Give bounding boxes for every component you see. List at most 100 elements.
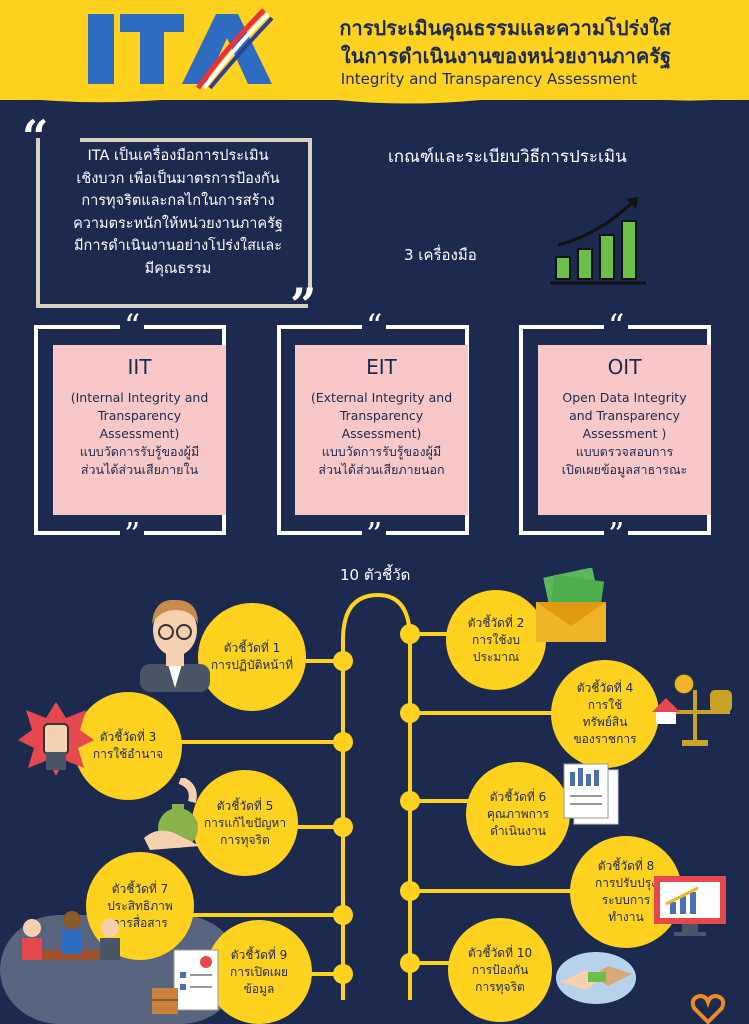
- tool-thai-desc: แบบวัดการรับรู้ของผู้มี ส่วนได้ส่วนเสียภ…: [53, 443, 226, 479]
- indicator-10: ตัวชี้วัดที่ 10 การป้องกัน การทุจริต: [448, 918, 552, 1022]
- tool-th-line: เปิดเผยข้อมูลสาธารณะ: [561, 462, 688, 477]
- meeting-team-icon: [22, 911, 120, 960]
- indicator-label: การใช้อำนาจ: [92, 747, 164, 761]
- tool-english-name: (External Integrity and Transparency Ass…: [295, 389, 468, 443]
- close-quote-icon: ”: [120, 518, 145, 550]
- indicator-label: คุณภาพการ: [486, 806, 550, 821]
- indicators-heading: 10 ตัวชี้วัด: [340, 566, 411, 584]
- header-title-english: Integrity and Transparency Assessment: [340, 70, 637, 88]
- indicator-2: ตัวชี้วัดที่ 2 การใช้งบ ประมาณ: [446, 590, 546, 690]
- tool-en-line: and Transparency: [569, 408, 680, 423]
- raised-fist-icon: [18, 702, 94, 776]
- indicator-label: ตัวชี้วัดที่ 8: [597, 859, 655, 873]
- indicator-label: การแก้ไขปัญหา: [203, 815, 287, 830]
- open-quote-icon: “: [120, 310, 145, 342]
- heart-hands-icon: [690, 993, 726, 1024]
- tool-th-line: แบบวัดการรับรู้ของผู้มี: [79, 444, 200, 459]
- open-quote-icon: “: [362, 310, 387, 342]
- indicator-label: ของราชการ: [573, 732, 637, 746]
- intro-line: มีคุณธรรม: [144, 260, 212, 277]
- bar-growth-icon: [550, 197, 646, 285]
- indicator-label: การเปิดเผย: [229, 964, 289, 979]
- tool-en-line: Transparency: [339, 408, 424, 423]
- tool-code: EIT: [366, 355, 397, 379]
- indicator-label: การป้องกัน: [471, 962, 529, 977]
- close-quote-icon: ”: [604, 518, 629, 550]
- money-envelope-icon: [536, 568, 606, 642]
- indicator-9: ตัวชี้วัดที่ 9 การเปิดเผย ข้อมูล: [206, 920, 312, 1024]
- indicator-label: การใช้: [587, 698, 623, 712]
- tool-english-name: Open Data Integrity and Transparency Ass…: [538, 389, 711, 443]
- indicator-label: ตัวชี้วัดที่ 9: [230, 947, 288, 962]
- tool-thai-desc: แบบวัดการรับรู้ของผู้มี ส่วนได้ส่วนเสียภ…: [295, 443, 468, 479]
- assets-scale-icon: [652, 673, 732, 746]
- intro-line: ความตระหนักให้หน่วยงานภาครัฐ: [73, 215, 283, 232]
- indicator-label: ประมาณ: [472, 649, 520, 664]
- indicator-label: ข้อมูล: [243, 981, 275, 996]
- intro-line: เชิงบวก เพื่อเป็นมาตรการป้องกัน: [76, 170, 280, 187]
- tool-en-line: Assessment): [341, 426, 422, 441]
- indicator-1: ตัวชี้วัดที่ 1 การปฏิบัติหน้าที่: [198, 603, 306, 711]
- tool-en-line: (External Integrity and: [310, 390, 453, 405]
- indicator-label: ตัวชี้วัดที่ 1: [223, 641, 281, 655]
- indicator-label: การปฏิบัติหน้าที่: [210, 658, 294, 672]
- tool-english-name: (Internal Integrity and Transparency Ass…: [53, 389, 226, 443]
- indicator-label: ทรัพย์สิน: [582, 715, 628, 729]
- tool-card-eit: EIT (External Integrity and Transparency…: [295, 345, 468, 515]
- intro-description: ITA เป็นเครื่องมือการประเมิน เชิงบวก เพื…: [48, 145, 308, 280]
- indicator-label: การใช้งบ: [472, 632, 520, 647]
- header-wave-decoration: [0, 88, 749, 104]
- intro-line: การทุจริตและกลไกในการสร้าง: [81, 193, 275, 209]
- ita-logo: [88, 8, 274, 90]
- monitor-growth-icon: [654, 876, 726, 936]
- indicator-6: ตัวชี้วัดที่ 6 คุณภาพการ ดำเนินงาน: [466, 762, 570, 866]
- tool-card-oit: OIT Open Data Integrity and Transparency…: [538, 345, 711, 515]
- checklist-box-icon: [152, 949, 219, 1014]
- header-title-line1: การประเมินคุณธรรมและความโปร่งใส: [339, 16, 671, 40]
- handshake-icon: [556, 952, 636, 1004]
- tool-en-line: Open Data Integrity: [562, 390, 687, 405]
- indicator-label: ดำเนินงาน: [490, 823, 546, 838]
- indicator-label: ตัวชี้วัดที่ 6: [489, 789, 547, 804]
- indicator-label: การทุจริต: [475, 979, 525, 994]
- indicator-label: ระบบการ: [601, 893, 651, 907]
- tool-en-line: (Internal Integrity and: [70, 390, 209, 405]
- indicator-label: ตัวชี้วัดที่ 5: [216, 798, 274, 813]
- tool-code: OIT: [607, 355, 642, 379]
- tool-th-line: ส่วนได้ส่วนเสียภายใน: [80, 462, 199, 477]
- indicator-5: ตัวชี้วัดที่ 5 การแก้ไขปัญหา การทุจริต: [192, 770, 298, 876]
- indicator-label: การสื่อสาร: [112, 915, 168, 930]
- indicator-label: ตัวชี้วัดที่ 7: [111, 881, 169, 896]
- tool-th-line: ส่วนได้ส่วนเสียภายนอก: [318, 462, 445, 477]
- tool-en-line: Assessment): [99, 426, 180, 441]
- criteria-heading: เกณฑ์และระเบียบวิธีการประเมิน: [388, 147, 627, 167]
- tool-card-iit: IIT (Internal Integrity and Transparency…: [53, 345, 226, 515]
- tool-code: IIT: [127, 355, 152, 379]
- documents-chart-icon: [563, 763, 619, 825]
- indicator-label: การทุจริต: [220, 832, 270, 847]
- header-title-line2: ในการดำเนินงานของหน่วยงานภาครัฐ: [340, 44, 671, 68]
- intro-line: มีการดำเนินงานอย่างโปร่งใสและ: [74, 238, 282, 254]
- person-avatar-icon: [140, 599, 210, 692]
- close-quote-icon: ”: [362, 518, 387, 550]
- indicator-4: ตัวชี้วัดที่ 4 การใช้ ทรัพย์สิน ของราชกา…: [551, 660, 659, 768]
- tool-en-line: Assessment ): [582, 426, 667, 441]
- tool-thai-desc: แบบตรวจสอบการ เปิดเผยข้อมูลสาธารณะ: [538, 443, 711, 479]
- tool-th-line: แบบวัดการรับรู้ของผู้มี: [321, 444, 442, 459]
- open-quote-icon: “: [604, 310, 629, 342]
- close-quote-icon: ”: [290, 278, 317, 332]
- open-quote-icon: “: [22, 110, 49, 164]
- tool-th-line: แบบตรวจสอบการ: [575, 444, 674, 459]
- quote-frame: [36, 138, 312, 308]
- indicator-label: ตัวชี้วัดที่ 2: [467, 615, 525, 630]
- indicator-label: ประสิทธิภาพ: [107, 898, 173, 913]
- tool-en-line: Transparency: [97, 408, 182, 423]
- indicator-label: ตัวชี้วัดที่ 4: [576, 681, 634, 695]
- indicator-3: ตัวชี้วัดที่ 3 การใช้อำนาจ: [74, 692, 182, 800]
- intro-line: ITA เป็นเครื่องมือการประเมิน: [87, 148, 269, 164]
- indicator-label: ตัวชี้วัดที่ 10: [467, 945, 533, 960]
- indicator-label: ทำงาน: [608, 910, 644, 924]
- indicator-label: การปรับปรุง: [594, 876, 658, 890]
- indicator-label: ตัวชี้วัดที่ 3: [99, 730, 157, 744]
- money-bag-hand-icon: [144, 778, 200, 850]
